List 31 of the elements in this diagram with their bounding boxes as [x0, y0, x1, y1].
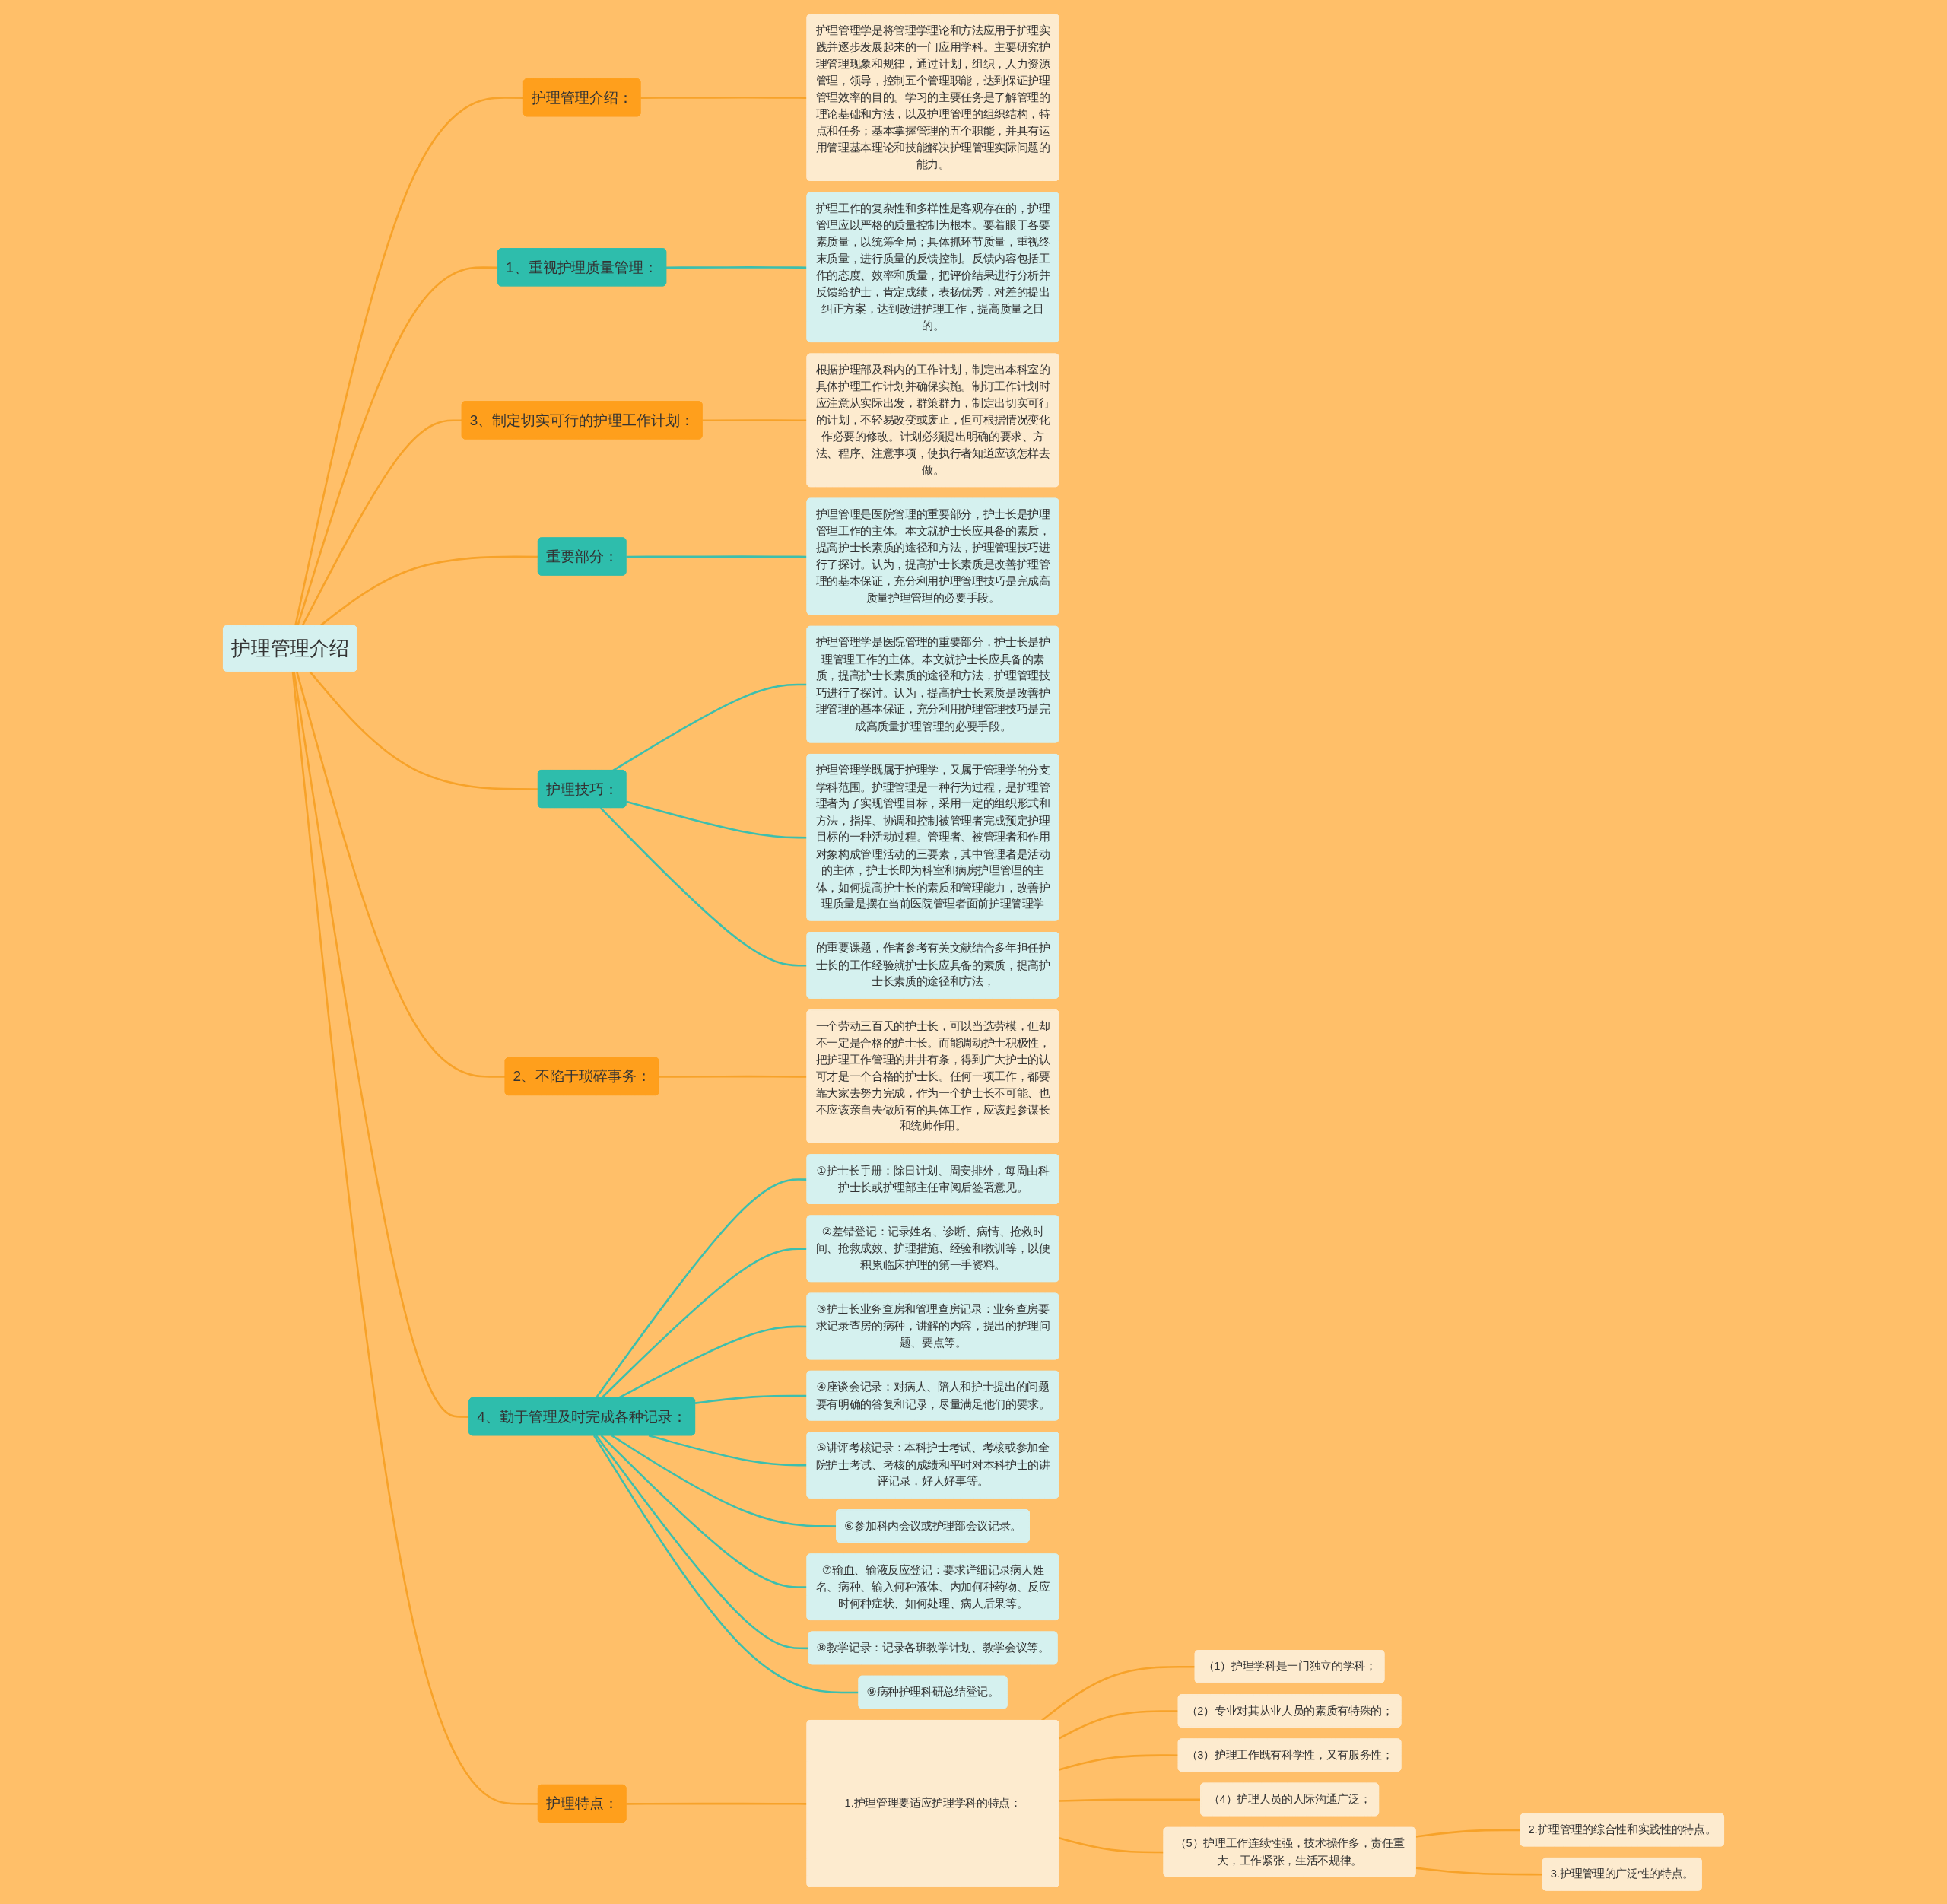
connector — [599, 806, 808, 967]
connector — [293, 670, 470, 1418]
connector — [611, 1434, 837, 1527]
connector — [618, 1325, 808, 1399]
connector — [592, 1435, 859, 1693]
connector — [702, 418, 808, 421]
connector — [659, 1075, 808, 1078]
connector — [666, 265, 808, 269]
connector — [309, 670, 538, 790]
connector — [291, 670, 538, 1805]
connector — [1058, 1709, 1179, 1739]
connector — [1415, 1866, 1543, 1875]
connector — [319, 555, 538, 627]
connector — [640, 96, 808, 99]
connector — [648, 1434, 808, 1467]
connector — [295, 670, 506, 1078]
connector — [294, 96, 524, 626]
connector — [626, 1802, 808, 1805]
connector — [1415, 1829, 1521, 1838]
connector — [1059, 1753, 1179, 1771]
connector — [626, 799, 808, 838]
connector — [1059, 1798, 1201, 1802]
connector — [600, 1247, 808, 1399]
connector — [595, 1178, 808, 1399]
connector — [595, 1434, 809, 1649]
connector — [1059, 1836, 1164, 1853]
connector — [626, 555, 808, 558]
connector — [694, 1394, 808, 1404]
connector — [296, 265, 499, 626]
connector — [600, 1434, 808, 1588]
connector — [301, 418, 462, 627]
